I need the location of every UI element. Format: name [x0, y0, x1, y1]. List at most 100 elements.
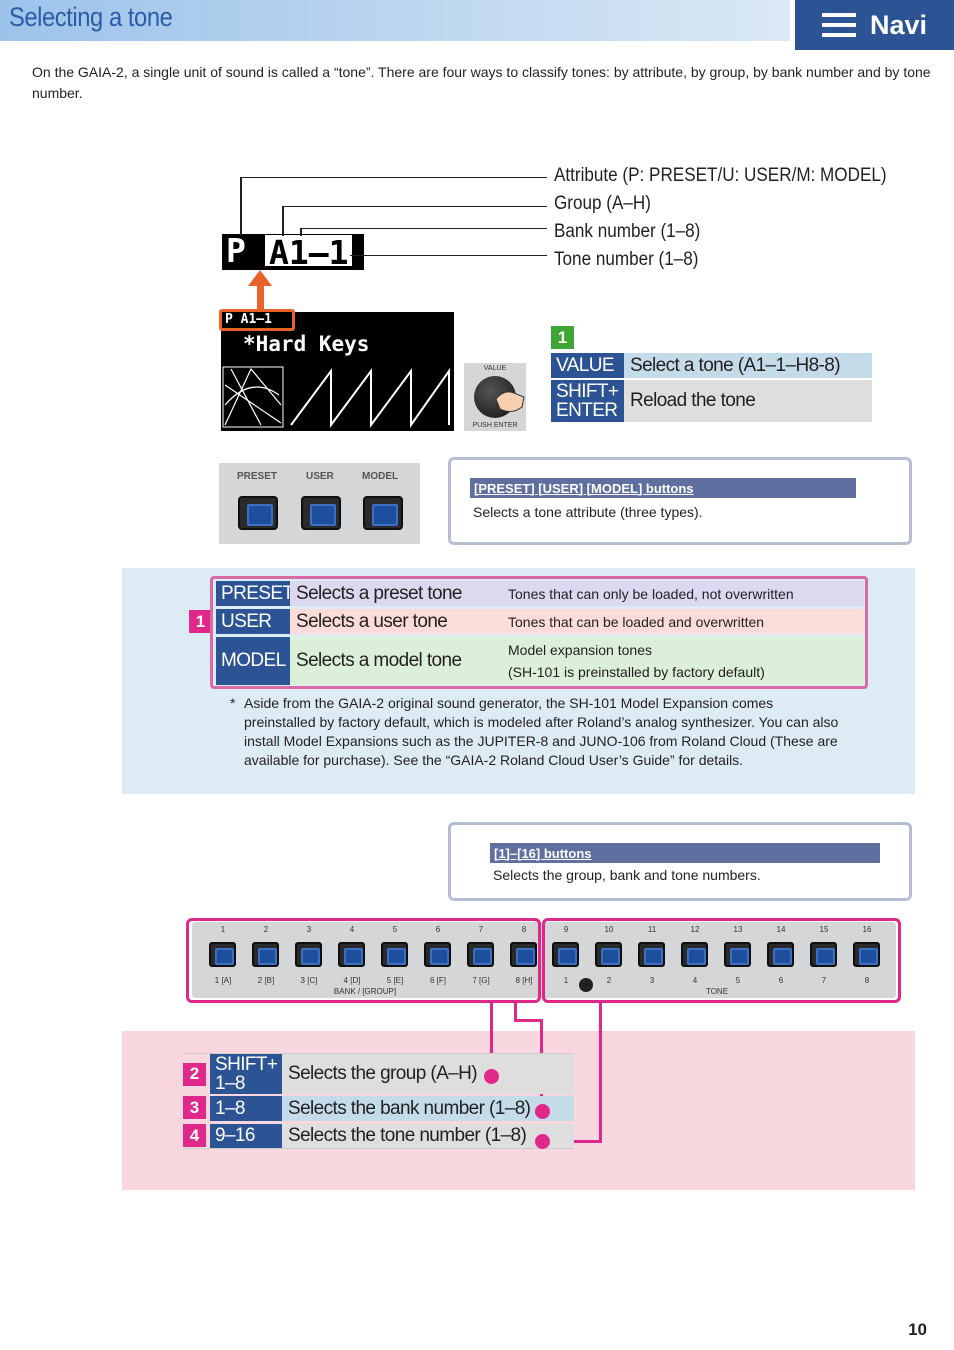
strip-top-number: 3	[306, 925, 312, 934]
table-row: 4 9–16 Selects the tone number (1–8)	[183, 1124, 574, 1149]
strip-bottom-label: 7	[821, 976, 827, 985]
waveform-icon	[222, 366, 450, 429]
panel-label: USER	[306, 471, 334, 482]
table-row: VALUE Select a tone (A1–1–H8-8)	[551, 353, 872, 378]
strip-bottom-label: 7 [G]	[472, 976, 490, 985]
callout-group: Group (A–H)	[554, 193, 651, 214]
table-desc: Selects the bank number (1–8)	[282, 1096, 574, 1121]
table-key: SHIFT+ 1–8	[210, 1054, 282, 1094]
strip-top-number: 14	[776, 925, 786, 934]
panel-label: PRESET	[237, 471, 278, 482]
info-title: [PRESET] [USER] [MODEL] buttons	[470, 478, 856, 498]
strip-bottom-label: 4	[692, 976, 698, 985]
strip-bottom-label: 1 [A]	[214, 976, 232, 985]
user-button[interactable]	[301, 496, 341, 530]
callout-tone: Tone number (1–8)	[554, 249, 699, 270]
callout-bank: Bank number (1–8)	[554, 221, 701, 242]
strip-bottom-label: 5	[735, 976, 741, 985]
table-note: Tones that can only be loaded, not overw…	[502, 581, 864, 606]
callout-line	[240, 177, 242, 235]
connector-line	[599, 1003, 602, 1143]
attribute-table: PRESET Selects a preset tone Tones that …	[216, 581, 864, 685]
number-button-10[interactable]	[595, 942, 622, 967]
strip-top-number: 6	[435, 925, 441, 934]
number-button-16[interactable]	[853, 942, 880, 967]
header-bar	[0, 0, 790, 41]
model-button[interactable]	[363, 496, 403, 530]
callout-line	[350, 255, 547, 256]
number-button-14[interactable]	[767, 942, 794, 967]
table-row: USER Selects a user tone Tones that can …	[216, 609, 864, 634]
strip-bottom-label: 1	[563, 976, 569, 985]
up-arrow-icon	[248, 270, 272, 286]
strip-top-number: 2	[263, 925, 269, 934]
table-key: PRESET	[216, 581, 294, 606]
table-note: Model expansion tones (SH-101 is preinst…	[502, 637, 864, 685]
strip-top-number: 1	[220, 925, 226, 934]
number-button-5[interactable]	[381, 942, 408, 967]
footnote-mark: *	[230, 695, 236, 711]
page-number: 10	[908, 1320, 927, 1339]
number-table: 2 SHIFT+ 1–8 Selects the group (A–H) 3 1…	[183, 1053, 574, 1149]
strip-top-number: 10	[604, 925, 614, 934]
table-key: 1–8	[210, 1096, 282, 1121]
strip-top-number: 8	[521, 925, 527, 934]
number-button-3[interactable]	[295, 942, 322, 967]
table-desc: Selects a model tone	[290, 637, 502, 685]
strip-top-number: 16	[862, 925, 872, 934]
bank-group-frame	[186, 918, 541, 1003]
callout-line	[300, 228, 547, 229]
connector-line	[490, 1003, 493, 1075]
strip-top-number: 11	[647, 925, 657, 934]
callout-line	[300, 228, 302, 236]
num-info-box: [1]–[16] buttons Selects the group, bank…	[448, 822, 912, 901]
strip-top-number: 15	[819, 925, 829, 934]
footnote: Aside from the GAIA-2 original sound gen…	[244, 695, 839, 768]
callout-line	[282, 206, 547, 207]
strip-top-number: 13	[733, 925, 743, 934]
table-desc: Selects a preset tone	[290, 581, 502, 606]
strip-caption-left: BANK / [GROUP]	[333, 987, 397, 996]
preset-button[interactable]	[238, 496, 278, 530]
strip-top-number: 7	[478, 925, 484, 934]
table-desc: Selects the tone number (1–8)	[282, 1124, 574, 1148]
callout-line	[282, 206, 284, 236]
number-button-8[interactable]	[510, 942, 537, 967]
step-badge: 1	[189, 610, 212, 633]
number-button-4[interactable]	[338, 942, 365, 967]
tone-frame	[542, 918, 901, 1003]
info-text: Selects the group, bank and tone numbers…	[493, 867, 761, 883]
strip-bottom-label: 5 [E]	[386, 976, 404, 985]
table-desc: Selects the group (A–H)	[282, 1054, 574, 1094]
value-table: VALUE Select a tone (A1–1–H8-8) SHIFT+ E…	[551, 353, 872, 422]
hand-pointer-icon	[495, 391, 525, 413]
table-key: 9–16	[210, 1124, 282, 1148]
attribute-table-frame	[210, 576, 868, 689]
info-title: [1]–[16] buttons	[490, 843, 880, 863]
connector-dot	[535, 1134, 550, 1149]
strip-bottom-label: 3 [C]	[300, 976, 318, 985]
attribute-button-panel: PRESET USER MODEL	[219, 463, 420, 544]
number-button-6[interactable]	[424, 942, 451, 967]
number-button-12[interactable]	[681, 942, 708, 967]
number-button-13[interactable]	[724, 942, 751, 967]
strip-bottom-label: 6 [F]	[429, 976, 446, 985]
number-button-11[interactable]	[638, 942, 665, 967]
connector-line	[514, 1019, 542, 1022]
navi-button[interactable]: Navi	[795, 0, 954, 50]
strip-bottom-label: 6	[778, 976, 784, 985]
indicator-led	[579, 978, 593, 992]
number-button-2[interactable]	[252, 942, 279, 967]
strip-top-number: 5	[392, 925, 398, 934]
number-button-15[interactable]	[810, 942, 837, 967]
number-button-9[interactable]	[552, 942, 579, 967]
table-note: Tones that can be loaded and overwritten	[502, 609, 864, 634]
number-button-1[interactable]	[209, 942, 236, 967]
table-key: SHIFT+ ENTER	[551, 380, 624, 422]
lcd-tone-name: *Hard Keys	[243, 332, 370, 356]
table-key: USER	[216, 609, 290, 634]
tone-format-display: P A1–1	[222, 231, 364, 271]
number-button-7[interactable]	[467, 942, 494, 967]
step-badge: 3	[183, 1096, 206, 1119]
